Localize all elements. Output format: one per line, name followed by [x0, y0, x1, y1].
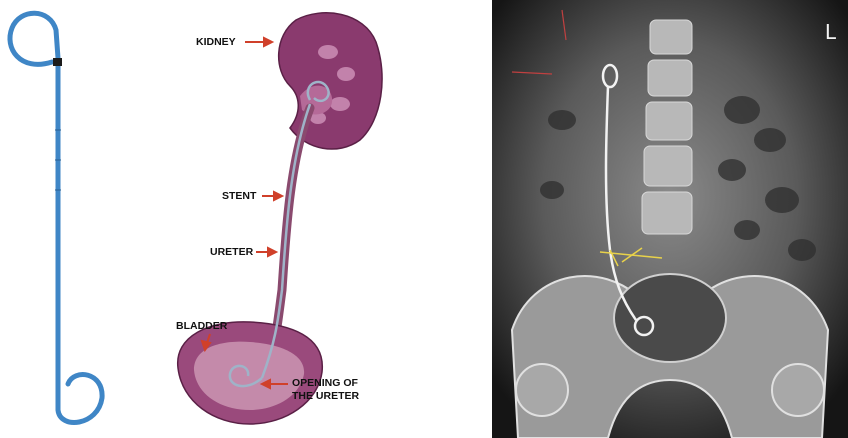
kidney-shape	[279, 13, 382, 149]
abdominal-xray: L	[492, 0, 848, 438]
xray-side-marker: L	[825, 20, 836, 44]
bladder-label: BLADDER	[176, 320, 227, 332]
stent-label: STENT	[222, 190, 256, 202]
pelvic-inlet	[614, 274, 726, 362]
stent-device-illustration	[0, 0, 150, 438]
opening-label-line2: THE URETER	[292, 390, 359, 402]
xray-graphic	[492, 0, 848, 438]
kidney-label: KIDNEY	[196, 36, 236, 48]
urinary-tract-diagram: KIDNEY STENT URETER BLADDER OPENING OF T…	[150, 0, 490, 438]
double-j-stent-graphic	[0, 0, 150, 438]
opening-label-line1: OPENING OF	[292, 377, 358, 389]
left-femoral-head	[516, 364, 568, 416]
stent-lower-pigtail	[58, 375, 102, 423]
stent-upper-pigtail	[10, 13, 58, 64]
right-femoral-head	[772, 364, 824, 416]
stent-marker-band	[53, 58, 62, 66]
ureter-label: URETER	[210, 246, 253, 258]
anatomy-graphic	[150, 0, 490, 438]
